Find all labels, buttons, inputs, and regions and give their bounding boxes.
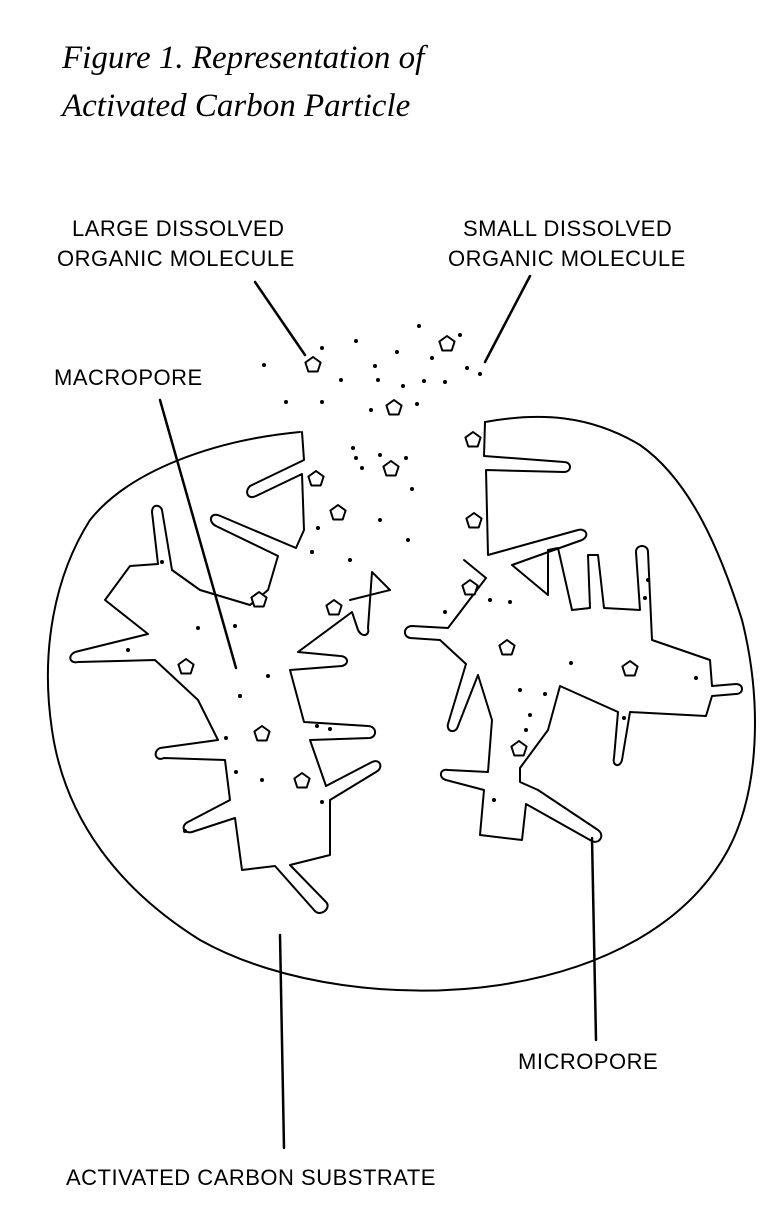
small-organic-molecule-20: [351, 446, 355, 450]
large-organic-molecule-12: [498, 639, 516, 656]
large-organic-molecule-7: [464, 431, 482, 448]
left-pore-network: [69, 431, 391, 914]
small-organic-molecule-4: [417, 324, 421, 328]
small-organic-molecule-36: [528, 713, 532, 717]
small-organic-molecule-43: [315, 724, 319, 728]
small-organic-molecule-11: [339, 378, 343, 382]
large-organic-molecule-6: [329, 504, 347, 521]
small-organic-molecule-26: [378, 518, 382, 522]
small-organic-molecule-23: [360, 466, 364, 470]
figure-title-line-2: Activated Carbon Particle: [62, 88, 411, 124]
small-organic-molecule-55: [643, 596, 647, 600]
figure-title-line-1: Figure 1. Representation of: [62, 40, 425, 76]
small-organic-molecule-27: [406, 538, 410, 542]
small-organic-molecule-53: [622, 716, 626, 720]
dissolved-molecules: [126, 324, 698, 833]
large-organic-molecule-14: [621, 660, 639, 677]
macropore-label: MACROPORE: [54, 365, 203, 390]
large-organic-molecule-11: [461, 579, 479, 596]
small-organic-molecule-40: [224, 736, 228, 740]
small-organic-molecule-3: [354, 339, 358, 343]
small-organic-molecule-35: [543, 692, 547, 696]
small-organic-molecule-5: [458, 333, 462, 337]
small-organic-molecule-32: [508, 600, 512, 604]
small-organic-molecule-33: [443, 610, 447, 614]
small-organic-molecule-21: [378, 453, 382, 457]
small-molecule-label-line-1: SMALL DISSOLVED: [463, 216, 672, 241]
small-organic-molecule-41: [234, 770, 238, 774]
large-organic-molecule-2: [438, 335, 456, 352]
small-organic-molecule-45: [320, 800, 324, 804]
small-organic-molecule-8: [430, 356, 434, 360]
micropore-label: MICROPORE: [518, 1049, 658, 1074]
small-organic-molecule-31: [488, 598, 492, 602]
large-organic-molecule-10: [325, 599, 343, 616]
small-organic-molecule-25: [410, 487, 414, 491]
large-organic-molecule-16: [293, 772, 311, 789]
large-organic-molecule-9: [250, 591, 268, 608]
small-organic-molecule-12: [376, 378, 380, 382]
small-organic-molecule-39: [266, 674, 270, 678]
small-organic-molecule-51: [492, 798, 496, 802]
small-organic-molecule-6: [373, 364, 377, 368]
large-molecule-leader: [253, 280, 307, 357]
small-organic-molecule-10: [478, 372, 482, 376]
small-organic-molecule-37: [524, 728, 528, 732]
small-organic-molecule-42: [260, 778, 264, 782]
small-organic-molecule-52: [569, 661, 573, 665]
large-organic-molecule-15: [253, 725, 271, 742]
small-organic-molecule-46: [196, 626, 200, 630]
small-organic-molecule-22: [354, 456, 358, 460]
small-organic-molecule-2: [320, 346, 324, 350]
macropore-leader: [158, 398, 238, 670]
small-organic-molecule-38: [238, 694, 242, 698]
micropore-leader: [590, 836, 598, 1042]
small-organic-molecule-1: [262, 363, 266, 367]
small-organic-molecule-19: [415, 402, 419, 406]
small-organic-molecule-54: [646, 578, 650, 582]
small-organic-molecule-14: [422, 379, 426, 383]
large-organic-molecule-17: [510, 740, 528, 757]
small-molecule-label-line-2: ORGANIC MOLECULE: [448, 246, 686, 271]
small-organic-molecule-24: [404, 456, 408, 460]
small-organic-molecule-44: [328, 727, 332, 731]
large-organic-molecule-4: [382, 460, 400, 477]
small-organic-molecule-34: [518, 688, 522, 692]
figure-title: Figure 1. Representation of Activated Ca…: [62, 34, 424, 130]
large-organic-molecule-13: [177, 658, 195, 675]
small-molecule-leader: [483, 274, 532, 364]
small-organic-molecule-47: [233, 624, 237, 628]
small-organic-molecule-29: [310, 550, 314, 554]
small-organic-molecule-50: [183, 829, 187, 833]
large-organic-molecule-3: [385, 399, 403, 416]
large-molecule-label-line-1: LARGE DISSOLVED: [72, 216, 285, 241]
large-molecule-label-line-2: ORGANIC MOLECULE: [57, 246, 295, 271]
small-organic-molecule-56: [694, 676, 698, 680]
small-organic-molecule-7: [395, 350, 399, 354]
large-organic-molecule-1: [304, 356, 322, 373]
small-organic-molecule-17: [320, 400, 324, 404]
right-pore-network: [404, 421, 743, 843]
large-organic-molecule-5: [307, 470, 325, 487]
substrate-label: ACTIVATED CARBON SUBSTRATE: [66, 1165, 436, 1190]
small-organic-molecule-49: [160, 560, 164, 564]
small-organic-molecule-28: [348, 558, 352, 562]
small-organic-molecule-13: [401, 384, 405, 388]
small-organic-molecule-30: [316, 526, 320, 530]
small-organic-molecule-9: [465, 366, 469, 370]
small-organic-molecule-15: [443, 380, 447, 384]
large-organic-molecule-8: [465, 512, 483, 529]
small-organic-molecule-16: [284, 400, 288, 404]
substrate-leader: [278, 933, 286, 1150]
small-organic-molecule-48: [126, 648, 130, 652]
carbon-particle-outline: [46, 415, 756, 992]
small-organic-molecule-18: [369, 408, 373, 412]
